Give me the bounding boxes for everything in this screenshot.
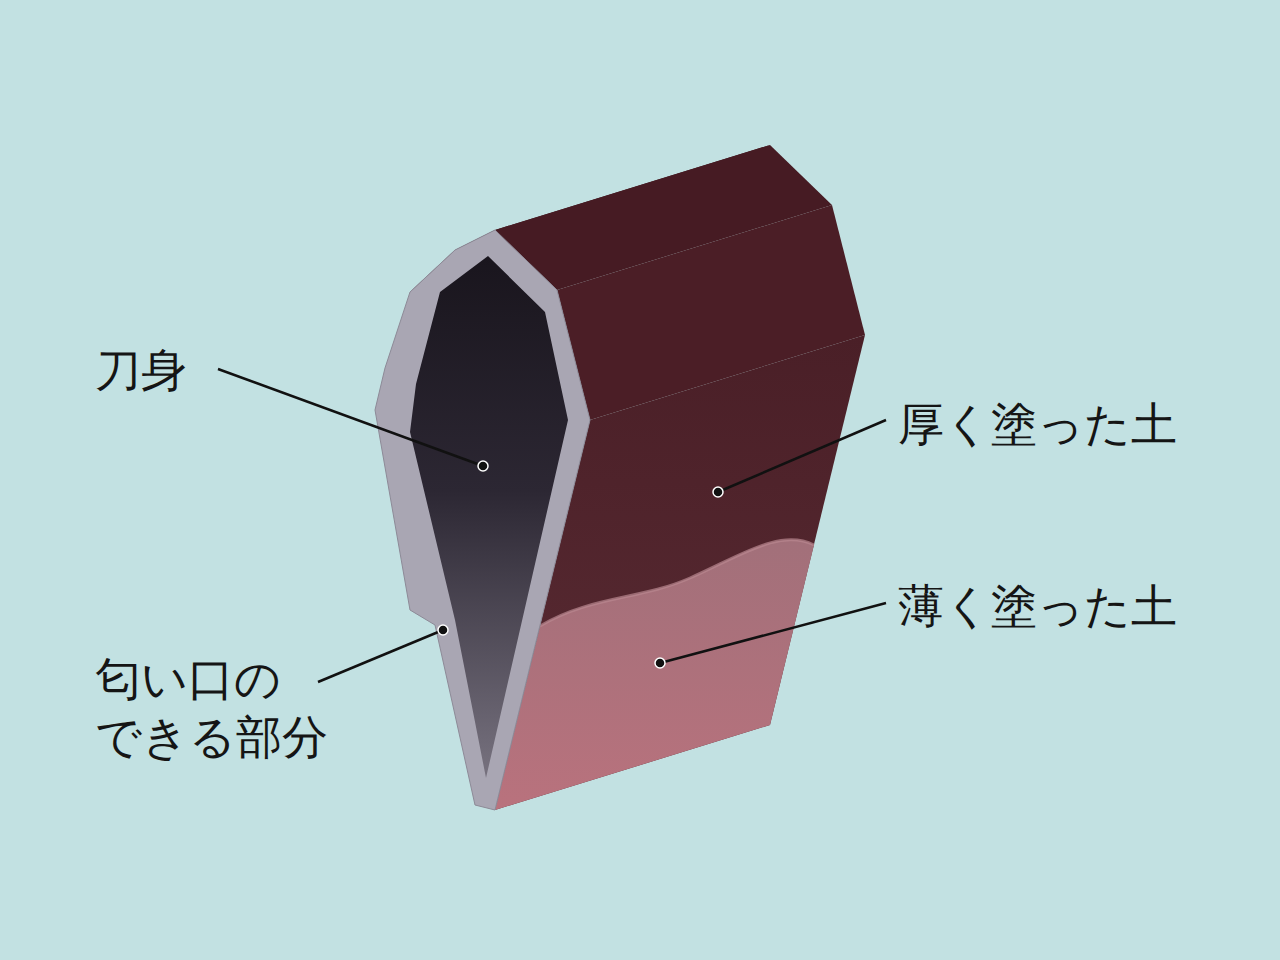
clay-cross-section [375, 230, 590, 810]
leader-line [318, 630, 443, 682]
part-label: 匂い口の できる部分 [95, 651, 395, 766]
part-label: 刀身 [95, 342, 187, 400]
leader-dot [655, 658, 665, 668]
leader-line [718, 420, 886, 492]
leader-dot [713, 487, 723, 497]
clay-boundary-highlight [540, 540, 814, 626]
leader-dot [478, 461, 488, 471]
leader-line [218, 369, 483, 466]
blade-cross-section [410, 256, 568, 778]
part-label: 薄く塗った土 [898, 578, 1177, 636]
part-label: 厚く塗った土 [898, 396, 1177, 454]
leader-dot [438, 625, 448, 635]
leader-line [660, 603, 886, 663]
